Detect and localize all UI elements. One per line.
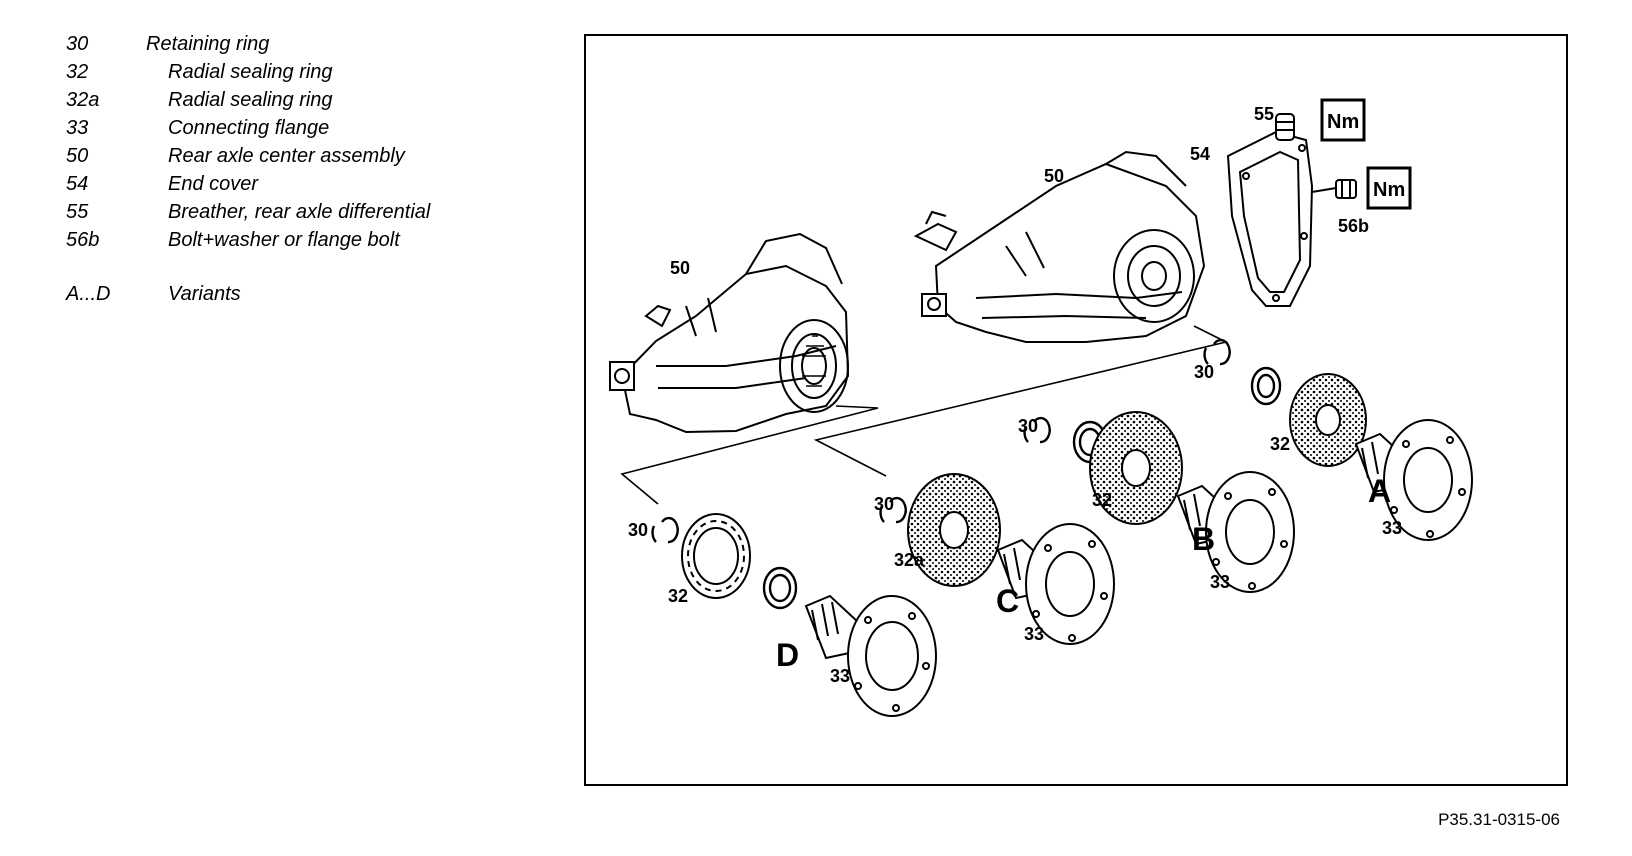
legend-key: 50 — [66, 145, 89, 167]
legend-key: 32 — [66, 61, 89, 83]
callout-56b: 56b — [1338, 216, 1369, 236]
legend-item: 56b Bolt+washer or flange bolt — [66, 226, 536, 254]
rear-axle-center-assembly-right — [913, 150, 1206, 343]
legend-desc: Connecting flange — [168, 117, 330, 139]
callout-50-left: 50 — [670, 258, 690, 278]
rear-axle-center-assembly-left — [609, 232, 850, 434]
torque-badge-label: Nm — [1327, 111, 1359, 133]
callout-32-a: 32 — [1270, 434, 1290, 454]
legend-item: 32 Radial sealing ring — [66, 58, 536, 86]
variant-label-b: B — [1192, 521, 1215, 557]
connecting-flange-d — [804, 594, 937, 717]
legend-key: 32a — [66, 89, 100, 111]
washer-d — [762, 566, 798, 610]
callout-33-a: 33 — [1382, 518, 1402, 538]
variant-label-a: A — [1368, 473, 1391, 509]
legend-key: A...D — [66, 283, 111, 305]
torque-badge-55: Nm — [1320, 98, 1366, 142]
figure-reference-code: P35.31-0315-06 — [1438, 810, 1560, 829]
bolt — [1311, 179, 1357, 199]
callout-30-a: 30 — [1194, 362, 1214, 382]
connecting-flange-a — [1354, 419, 1473, 541]
callout-33-c: 33 — [1024, 624, 1044, 644]
legend-desc: End cover — [168, 173, 259, 195]
breather — [1275, 113, 1295, 141]
legend-key: 33 — [66, 117, 89, 139]
leader-lines — [620, 325, 1229, 505]
radial-sealing-ring-a — [1289, 373, 1367, 467]
legend-item: 32a Radial sealing ring — [66, 86, 536, 114]
callout-54: 54 — [1190, 144, 1210, 164]
legend-key: 54 — [66, 173, 89, 195]
legend-desc: Rear axle center assembly — [168, 145, 405, 167]
torque-badge-label: Nm — [1373, 179, 1405, 201]
retaining-ring-d — [651, 516, 679, 544]
variant-label-c: C — [996, 583, 1019, 619]
connecting-flange-b — [1176, 471, 1295, 593]
legend-item: 54 End cover — [66, 170, 536, 198]
callout-32-d: 32 — [668, 586, 688, 606]
radial-sealing-ring-d — [681, 513, 751, 599]
legend-desc: Radial sealing ring — [168, 61, 333, 83]
callout-30-d: 30 — [628, 520, 648, 540]
callout-32a-c: 32a — [894, 550, 925, 570]
legend-item: 33 Connecting flange — [66, 114, 536, 142]
legend-item: 50 Rear axle center assembly — [66, 142, 536, 170]
end-cover — [1226, 130, 1314, 307]
legend-variants: A...D Variants — [66, 280, 536, 308]
washer-a — [1250, 366, 1282, 406]
callout-32-b: 32 — [1092, 490, 1112, 510]
callout-50-right: 50 — [1044, 166, 1064, 186]
legend-desc: Retaining ring — [146, 33, 270, 55]
torque-badge-56b: Nm — [1366, 166, 1412, 210]
callout-33-b: 33 — [1210, 572, 1230, 592]
radial-sealing-ring-32a — [907, 473, 1001, 587]
connecting-flange-c — [996, 523, 1115, 645]
legend-desc: Breather, rear axle differential — [168, 201, 431, 223]
legend-key: 56b — [66, 229, 100, 251]
legend-desc: Variants — [168, 283, 241, 305]
variant-label-d: D — [776, 637, 799, 673]
radial-sealing-ring-b — [1089, 411, 1183, 525]
legend-key: 55 — [66, 201, 89, 223]
legend-desc: Radial sealing ring — [168, 89, 333, 111]
callout-30-b: 30 — [1018, 416, 1038, 436]
retaining-ring-c — [879, 496, 907, 524]
legend-desc: Bolt+washer or flange bolt — [168, 229, 400, 251]
legend-item: 55 Breather, rear axle differential — [66, 198, 536, 226]
diagram-frame: Nm Nm — [584, 34, 1568, 786]
retaining-ring-b — [1023, 416, 1051, 444]
callout-30-c: 30 — [874, 494, 894, 514]
exploded-view-diagram: Nm Nm — [609, 98, 1473, 717]
legend-key: 30 — [66, 33, 89, 55]
retaining-ring-a — [1203, 338, 1231, 366]
legend-item: 30 Retaining ring — [66, 30, 536, 58]
callout-55: 55 — [1254, 104, 1274, 124]
callout-33-d: 33 — [830, 666, 850, 686]
